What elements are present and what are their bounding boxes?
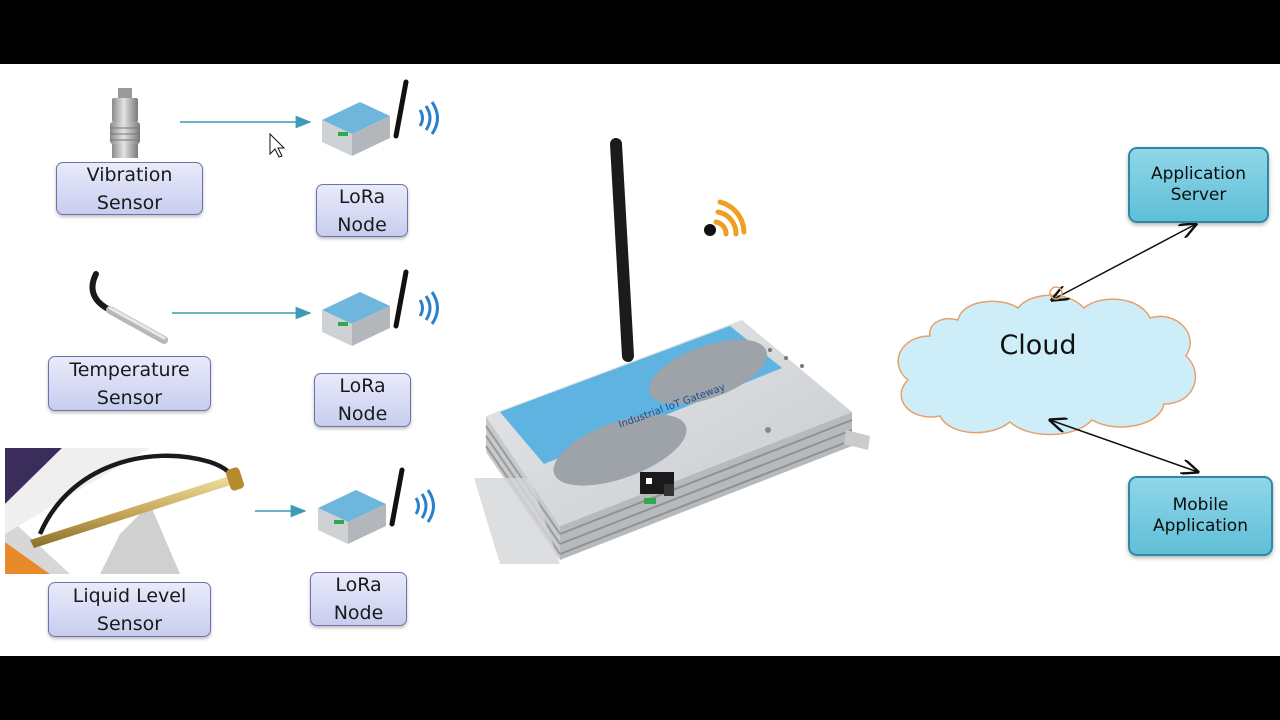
lora-node-label-1[interactable]: LoRa Node (316, 184, 408, 237)
lora-node-2-line2: Node (337, 403, 388, 425)
lora-node-label-2[interactable]: LoRa Node (314, 373, 411, 427)
wifi-signal-icon (704, 199, 747, 237)
liquid-level-sensor-image (5, 448, 245, 574)
lora-node-1-line2: Node (337, 213, 387, 236)
temperature-sensor-label[interactable]: Temperature Sensor (48, 356, 211, 411)
lora-node-2-line1: LoRa (339, 375, 386, 397)
vibration-sensor-label[interactable]: Vibration Sensor (56, 162, 203, 215)
lora-node-device-2 (322, 269, 439, 346)
liquid-level-sensor-line1: Liquid Level (72, 584, 187, 607)
liquid-level-sensor-label[interactable]: Liquid Level Sensor (48, 582, 211, 637)
temperature-sensor-line1: Temperature (69, 358, 190, 381)
liquid-level-sensor-line2: Sensor (96, 612, 163, 635)
temperature-sensor-line2: Sensor (96, 386, 163, 409)
arrow-cloud-to-mobile (1050, 420, 1198, 472)
mobile-application-box[interactable]: Mobile Application (1128, 476, 1273, 556)
cloud-shape (897, 294, 1196, 436)
temperature-probe-image (89, 271, 168, 344)
gateway-device (474, 138, 870, 564)
connection-handle (1049, 286, 1063, 300)
lora-node-label-3[interactable]: LoRa Node (310, 572, 407, 626)
lora-node-device-3 (318, 467, 435, 544)
vibration-sensor-line2: Sensor (96, 191, 163, 214)
diagram-graphics: Industrial IoT Gateway (5, 79, 1280, 574)
application-server-line2: Server (1170, 185, 1227, 205)
lora-node-3-line1: LoRa (335, 574, 382, 596)
application-server-box[interactable]: Application Server (1128, 147, 1269, 223)
arrow-cloud-to-server (1052, 224, 1196, 300)
slide-canvas: Industrial IoT Gateway Vibration Sensor … (0, 64, 1280, 656)
vibration-sensor-line1: Vibration (86, 163, 173, 186)
mouse-cursor-icon (269, 132, 286, 158)
vibration-sensor-image (110, 88, 140, 158)
cloud-label: Cloud (999, 330, 1077, 361)
application-server-line1: Application (1151, 164, 1246, 184)
lora-node-1-line1: LoRa (338, 185, 386, 208)
lora-node-device-1 (322, 79, 439, 156)
lora-node-3-line2: Node (333, 602, 384, 624)
mobile-application-line2: Application (1153, 516, 1248, 536)
mobile-application-line1: Mobile (1172, 495, 1229, 515)
